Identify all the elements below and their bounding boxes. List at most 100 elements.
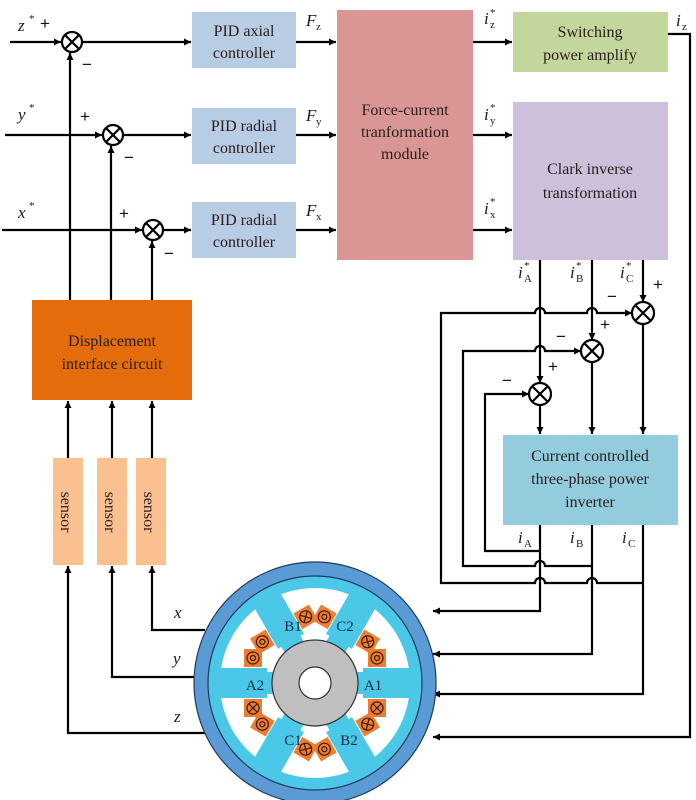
coil-c2-1-out-icon	[312, 604, 337, 630]
svg-text:*: *	[29, 200, 35, 212]
stator-pole-b2	[325, 712, 378, 778]
z-ref-label: z *	[17, 13, 35, 35]
svg-text:F: F	[305, 11, 317, 30]
svg-text:z: z	[490, 19, 495, 31]
force-current-block: Force-current tranformation module	[337, 10, 473, 260]
Fz-label: F z	[305, 11, 321, 33]
B-plus-sign: +	[600, 315, 610, 334]
clark-line2: transformation	[543, 185, 637, 202]
y-measure-label: y	[171, 649, 181, 668]
Fx-label: F x	[305, 201, 322, 223]
pid-axial-line1: PID axial	[214, 23, 275, 40]
iA-output-wire	[433, 525, 542, 615]
x-minus-sign: −	[164, 244, 174, 263]
iA-label: i A	[518, 528, 532, 550]
sensor-label-2: sensor	[101, 492, 118, 534]
pole-label-c1: C1	[284, 733, 302, 749]
inverter-line3: inverter	[565, 494, 615, 511]
pole-label-a2: A2	[246, 678, 264, 694]
svg-text:A: A	[524, 273, 532, 285]
C-minus-sign: −	[607, 287, 617, 306]
svg-text:i: i	[620, 263, 625, 282]
pid-radial-x-line1: PID radial	[211, 212, 278, 229]
switching-line2: power amplify	[543, 47, 637, 64]
ix-ref-label: i x *	[484, 196, 496, 221]
svg-text:*: *	[490, 102, 496, 114]
sensor-block-2: sensor	[97, 458, 127, 565]
coil-a2-1-in-icon	[244, 699, 262, 717]
summing-junction-x	[141, 218, 165, 242]
coil-b1-2-in-icon	[293, 604, 318, 630]
svg-text:*: *	[29, 102, 35, 114]
svg-text:z: z	[17, 16, 25, 35]
B-minus-sign: −	[556, 327, 566, 346]
force-current-line1: Force-current	[361, 102, 449, 119]
coil-a2-2-out-icon	[244, 649, 262, 667]
C-plus-sign: +	[653, 275, 663, 294]
stator-pole-a2	[215, 668, 275, 698]
svg-text:*: *	[576, 260, 582, 272]
force-current-line2: tranformation	[361, 124, 449, 141]
svg-text:*: *	[524, 260, 530, 272]
iz-output-wire	[433, 32, 692, 741]
pole-label-a1: A1	[364, 678, 382, 694]
sensor-block-1: sensor	[53, 458, 83, 565]
clark-line1: Clark inverse	[547, 161, 633, 178]
stator-poles	[215, 588, 415, 778]
iC-output-wire	[433, 525, 645, 698]
summing-junction-z	[60, 30, 84, 54]
x-measure-wire	[148, 566, 205, 632]
coil-a1-2-in-icon	[368, 699, 386, 717]
pid-axial-line2: controller	[213, 45, 276, 62]
summing-junction-B	[579, 338, 605, 364]
svg-text:y: y	[16, 105, 26, 124]
force-current-line3: module	[381, 146, 429, 163]
inverter-block: Current controlled three-phase power inv…	[503, 435, 678, 525]
svg-text:x: x	[17, 203, 26, 222]
svg-text:B: B	[576, 273, 583, 285]
z-measure-label: z	[173, 707, 181, 726]
clark-inverse-block: Clark inverse transformation	[513, 102, 668, 260]
pid-radial-x-block: PID radial controller	[192, 202, 296, 258]
sensor-label-1: sensor	[57, 492, 74, 534]
svg-text:z: z	[316, 21, 321, 33]
iz-ref-label: i z *	[484, 7, 496, 31]
svg-text:i: i	[518, 263, 523, 282]
coils	[244, 604, 386, 762]
displacement-line1: Displacement	[68, 333, 157, 350]
inverter-line2: three-phase power	[531, 471, 649, 488]
iC-ref-label: i C *	[620, 260, 633, 285]
summing-junction-A	[527, 381, 553, 407]
displacement-line2: interface circuit	[62, 356, 163, 373]
pid-radial-x-line2: controller	[213, 234, 276, 251]
stator-pole-a1	[355, 668, 415, 698]
switching-power-amplify-block: Switching power amplify	[513, 12, 668, 72]
svg-text:x: x	[316, 211, 322, 223]
Fy-label: F y	[305, 106, 322, 128]
coil-b2-1-in-icon	[355, 711, 380, 737]
svg-text:B: B	[576, 538, 583, 550]
z-minus-sign: −	[82, 55, 92, 74]
iz-label: i z	[676, 11, 687, 33]
switching-line1: Switching	[558, 24, 623, 41]
x-measure-label: x	[173, 603, 182, 622]
svg-text:*: *	[626, 260, 632, 272]
coil-b1-1-out-icon	[250, 629, 275, 655]
pid-radial-y-line1: PID radial	[211, 118, 278, 135]
coil-c2-2-in-icon	[355, 629, 380, 655]
z-plus-sign: +	[40, 14, 50, 33]
y-minus-sign: −	[124, 148, 134, 167]
svg-text:i: i	[622, 528, 627, 547]
coil-c1-2-out-icon	[250, 711, 275, 737]
svg-text:A: A	[524, 538, 532, 550]
z-measure-wire	[64, 566, 206, 735]
svg-text:F: F	[305, 106, 317, 125]
coil-c1-1-in-icon	[293, 736, 318, 762]
y-plus-sign: +	[80, 107, 90, 126]
iy-ref-label: i y *	[484, 102, 496, 127]
svg-text:F: F	[305, 201, 317, 220]
A-minus-sign: −	[502, 371, 512, 390]
A-plus-sign: +	[548, 357, 558, 376]
